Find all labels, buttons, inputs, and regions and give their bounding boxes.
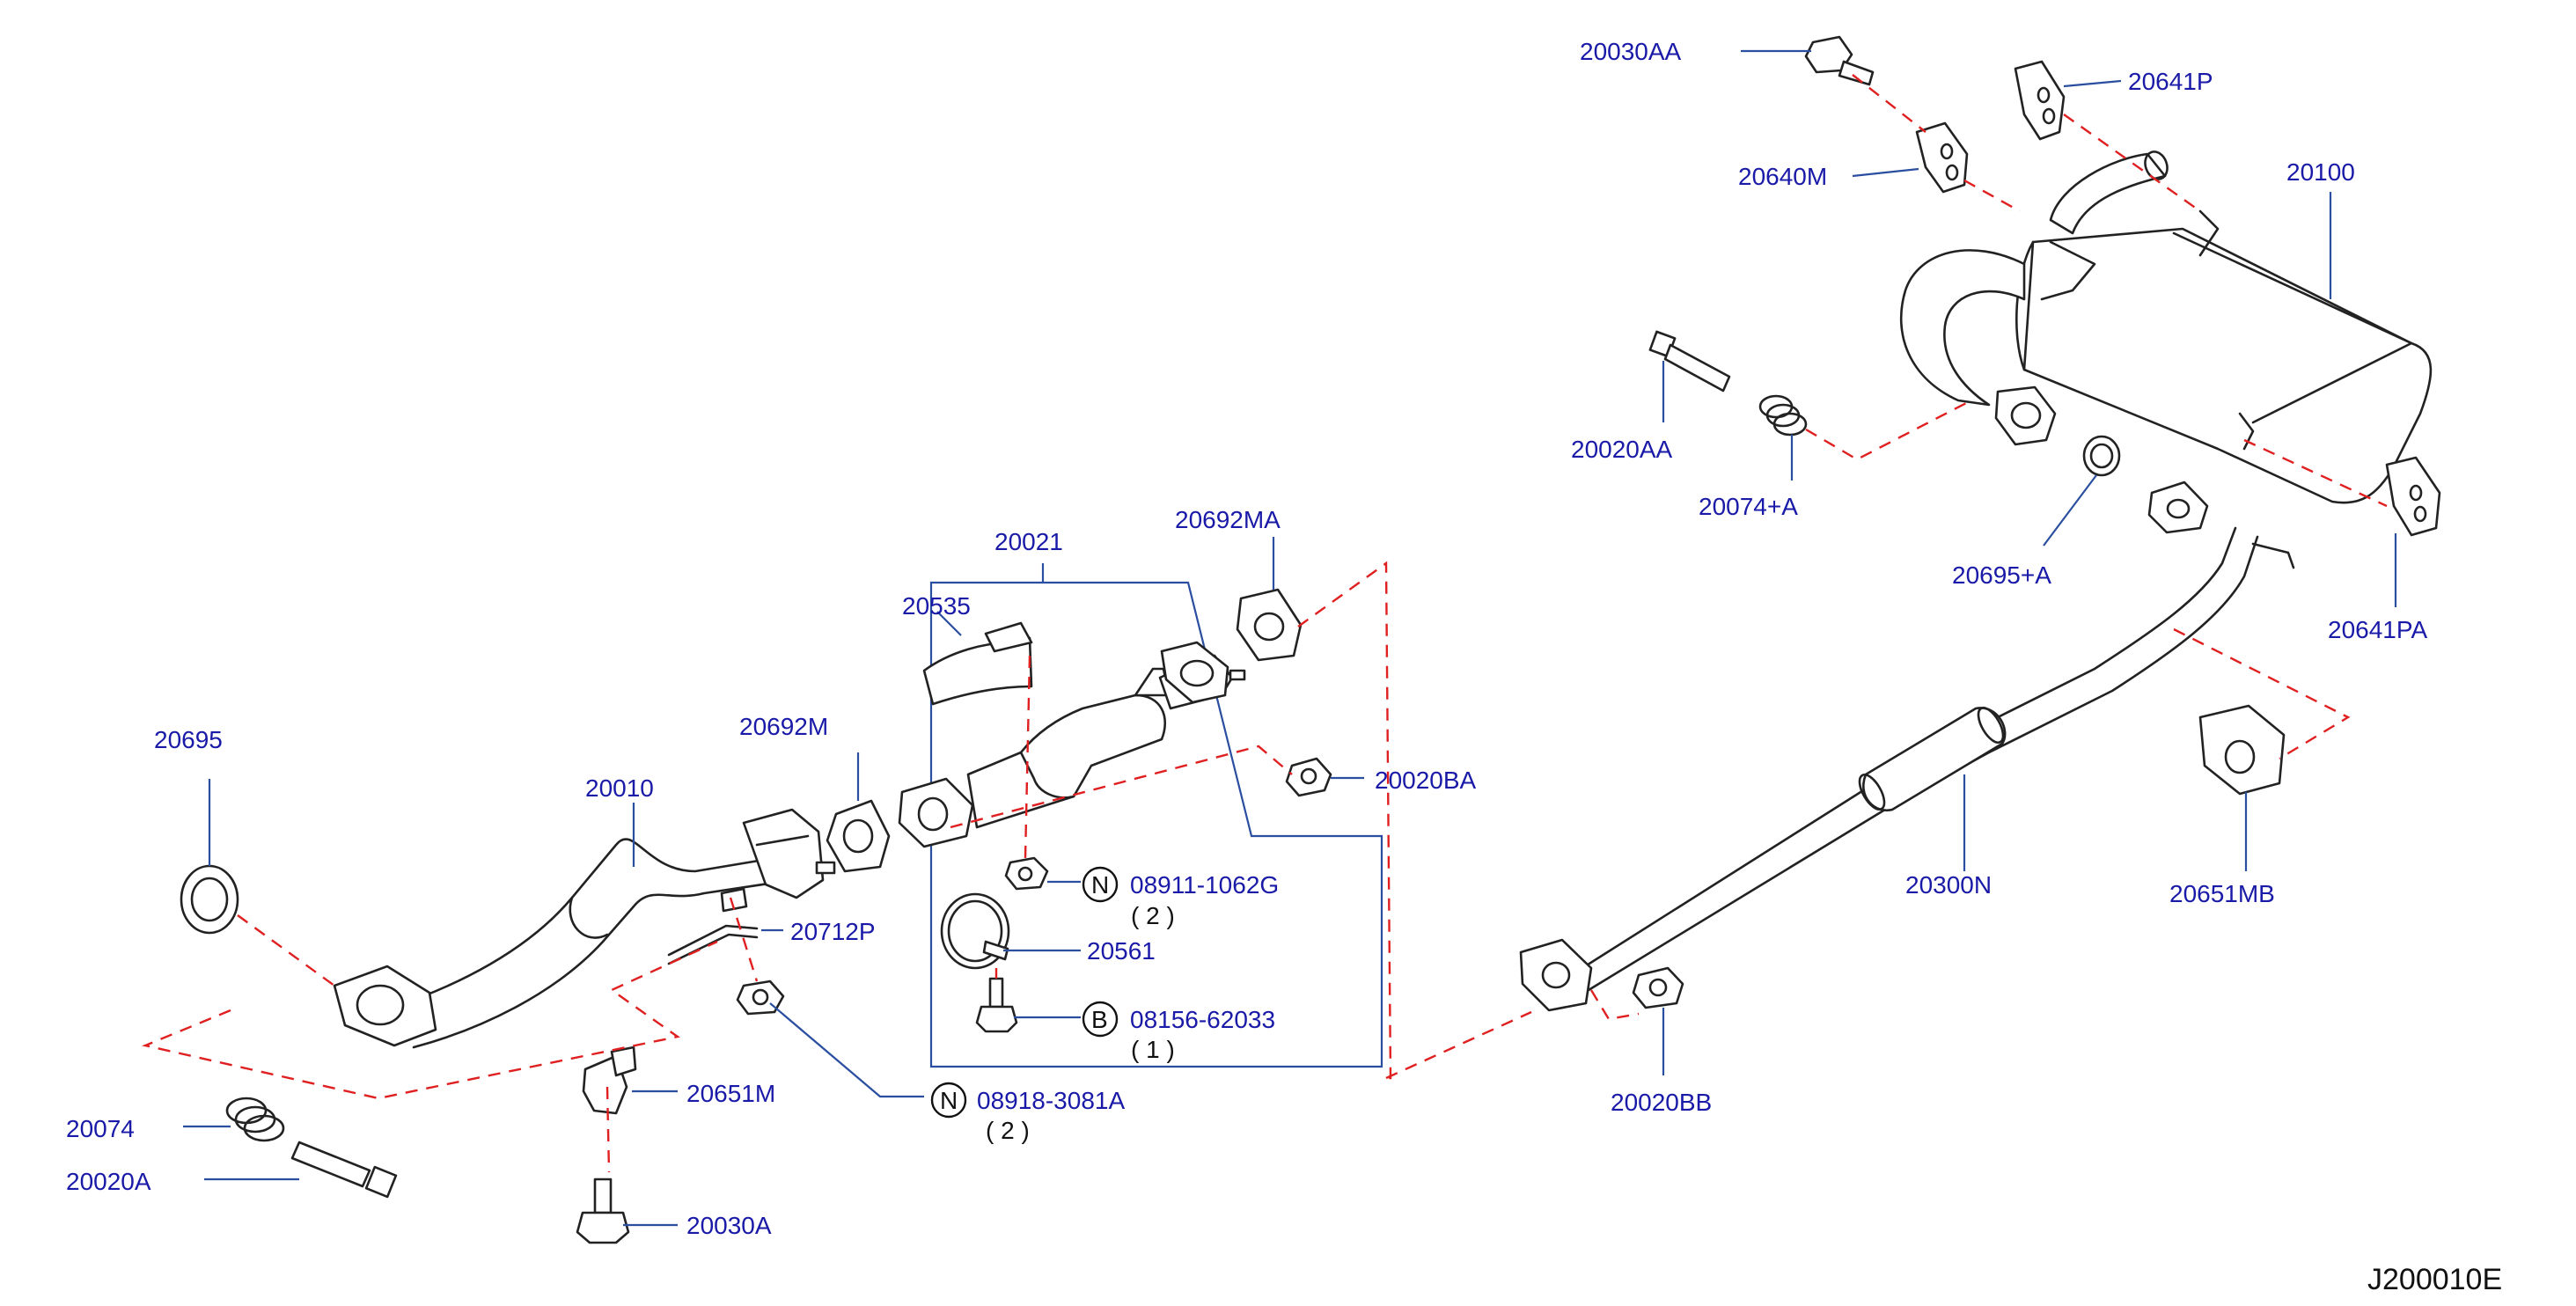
clamp-20561 <box>940 892 1010 970</box>
rubber-mount-20651mb <box>2198 704 2286 796</box>
center-exhaust-tube <box>1519 481 2295 1012</box>
label-08918-3081a: 08918-3081A <box>977 1087 1125 1114</box>
flange-nut-20020ba <box>1285 757 1332 797</box>
diagram-reference-id: J200010E <box>2367 1263 2502 1296</box>
spring-20074 <box>225 1097 285 1142</box>
label-20030aa: 20030AA <box>1580 38 1682 65</box>
flange-nut-20020bb <box>1632 966 1684 1009</box>
bolt-20030a <box>576 1178 630 1244</box>
label-20651m: 20651M <box>686 1080 775 1107</box>
spring-20074a <box>1758 394 1808 437</box>
catalyst-assembly-box <box>929 581 1383 1068</box>
label-20695a: 20695+A <box>1952 561 2051 589</box>
main-muffler <box>1899 150 2433 504</box>
label-08911-1062g: 08911-1062G <box>1130 871 1279 899</box>
label-20074: 20074 <box>66 1115 135 1142</box>
label-20640m: 20640M <box>1738 163 1827 190</box>
label-20641p: 20641P <box>2128 68 2213 95</box>
label-20300n: 20300N <box>1905 871 1992 899</box>
gasket-20692ma <box>1236 588 1303 662</box>
label-20020ba: 20020BA <box>1375 767 1477 794</box>
label-20692ma: 20692MA <box>1175 506 1281 533</box>
label-20712p: 20712P <box>790 918 876 945</box>
seal-ring-20695 <box>180 864 239 935</box>
label-08156-62033: 08156-62033 <box>1130 1006 1275 1033</box>
label-20020bb: 20020BB <box>1611 1089 1712 1116</box>
bolt-symbol-08156 <box>1082 1001 1119 1038</box>
label-20651mb: 20651MB <box>2169 880 2275 907</box>
mounting-bracket-20651m <box>582 1046 637 1115</box>
label-20020aa: 20020AA <box>1571 436 1673 463</box>
label-20100: 20100 <box>2286 158 2355 186</box>
label-20535: 20535 <box>902 592 971 620</box>
qty-08156: ( 1 ) <box>1131 1036 1175 1063</box>
label-20021: 20021 <box>994 528 1063 555</box>
rubber-mount-20641p <box>2014 60 2066 141</box>
nut-symbol-letter-08911: N <box>1091 871 1109 899</box>
flange-nut-08911 <box>1004 856 1049 891</box>
bolt-08156 <box>975 977 1018 1033</box>
gasket-20692m <box>826 799 891 873</box>
bolt-20030aa <box>1804 35 1875 86</box>
seal-ring-20695a <box>2082 435 2121 477</box>
label-20695: 20695 <box>154 726 223 753</box>
stud-bolt-20020a <box>290 1141 398 1199</box>
nut-symbol-08911 <box>1082 866 1119 903</box>
label-20010: 20010 <box>585 774 654 802</box>
stud-bolt-20020aa <box>1648 330 1731 393</box>
nut-symbol-08918 <box>930 1082 967 1119</box>
bolt-symbol-letter-08156: B <box>1091 1006 1108 1033</box>
label-20020a: 20020A <box>66 1168 151 1195</box>
label-20641pa: 20641PA <box>2328 616 2427 643</box>
nut-symbol-letter-08918: N <box>940 1087 958 1114</box>
qty-08911: ( 2 ) <box>1131 902 1175 929</box>
qty-08918: ( 2 ) <box>986 1117 1030 1144</box>
catalytic-converter <box>898 641 1246 848</box>
front-exhaust-tube <box>333 808 836 1049</box>
rubber-mount-20641pa <box>2385 456 2441 537</box>
label-20074a: 20074+A <box>1699 493 1798 520</box>
rubber-mount-20640m <box>1915 121 1969 194</box>
part-labels: 20695 20010 20692M 20712P 20074 20020A 2… <box>66 38 2427 1239</box>
label-20692m: 20692M <box>739 713 828 740</box>
heat-insulator-20535 <box>922 621 1033 706</box>
label-20561: 20561 <box>1087 937 1156 965</box>
label-20030a: 20030A <box>686 1212 772 1239</box>
